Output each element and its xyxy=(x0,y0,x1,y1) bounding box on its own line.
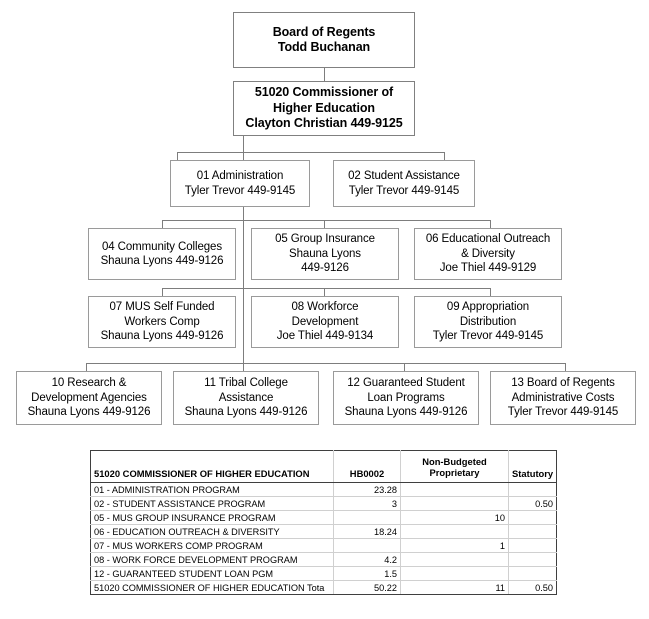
cell-hb0002: 1.5 xyxy=(333,566,401,581)
node-12-guaranteed-student-loan-programs[interactable]: 12 Guaranteed Student Loan Programs Shau… xyxy=(333,371,479,425)
cell-non-budgeted-proprietary xyxy=(400,566,509,581)
node-05-group-insurance[interactable]: 05 Group Insurance Shauna Lyons 449-9126 xyxy=(251,228,399,280)
connector-row3-stub-1 xyxy=(162,288,163,297)
cell-program: 05 - MUS GROUP INSURANCE PROGRAM xyxy=(90,510,334,525)
node-label: 07 MUS Self Funded Workers Comp Shauna L… xyxy=(100,301,224,343)
header-program: 51020 COMMISSIONER OF HIGHER EDUCATION xyxy=(90,450,334,483)
node-13-board-of-regents-admin-costs[interactable]: 13 Board of Regents Administrative Costs… xyxy=(490,371,636,425)
node-label: 11 Tribal College Assistance Shauna Lyon… xyxy=(184,377,308,419)
node-label: 05 Group Insurance Shauna Lyons 449-9126 xyxy=(275,233,375,275)
cell-non-budgeted-proprietary: 11 xyxy=(400,580,509,595)
cell-hb0002: 4.2 xyxy=(333,552,401,567)
connector-row2-stub-1 xyxy=(162,220,163,229)
cell-hb0002: 23.28 xyxy=(333,482,401,497)
node-label: 13 Board of Regents Administrative Costs… xyxy=(507,377,619,419)
cell-statutory xyxy=(508,482,557,497)
org-chart: Board of Regents Todd Buchanan 51020 Com… xyxy=(16,12,636,425)
connector-row4-bar xyxy=(86,363,566,364)
cell-hb0002 xyxy=(333,538,401,553)
cell-statutory: 0.50 xyxy=(508,580,557,595)
cell-statutory xyxy=(508,552,557,567)
table-row: 05 - MUS GROUP INSURANCE PROGRAM 10 xyxy=(90,510,557,525)
cell-program: 02 - STUDENT ASSISTANCE PROGRAM xyxy=(90,496,334,511)
node-label: 04 Community Colleges Shauna Lyons 449-9… xyxy=(100,240,224,268)
cell-non-budgeted-proprietary xyxy=(400,482,509,497)
node-09-appropriation-distribution[interactable]: 09 Appropriation Distribution Tyler Trev… xyxy=(414,296,562,348)
cell-program: 12 - GUARANTEED STUDENT LOAN PGM xyxy=(90,566,334,581)
node-07-mus-self-funded-workers-comp[interactable]: 07 MUS Self Funded Workers Comp Shauna L… xyxy=(88,296,236,348)
node-label: 10 Research & Development Agencies Shaun… xyxy=(27,377,151,419)
node-label: 02 Student Assistance Tyler Trevor 449-9… xyxy=(348,170,460,197)
cell-program: 08 - WORK FORCE DEVELOPMENT PROGRAM xyxy=(90,552,334,567)
cell-non-budgeted-proprietary xyxy=(400,524,509,539)
node-01-administration[interactable]: 01 Administration Tyler Trevor 449-9145 xyxy=(170,160,310,207)
cell-hb0002: 50.22 xyxy=(333,580,401,595)
node-label: 01 Administration Tyler Trevor 449-9145 xyxy=(184,170,296,197)
cell-non-budgeted-proprietary: 10 xyxy=(400,510,509,525)
node-04-community-colleges[interactable]: 04 Community Colleges Shauna Lyons 449-9… xyxy=(88,228,236,280)
cell-statutory xyxy=(508,524,557,539)
connector-row3-stub-3 xyxy=(490,288,491,297)
connector-row4-stub-4 xyxy=(565,363,566,372)
node-11-tribal-college-assistance[interactable]: 11 Tribal College Assistance Shauna Lyon… xyxy=(173,371,319,425)
table-header-row: 51020 COMMISSIONER OF HIGHER EDUCATION H… xyxy=(90,450,557,483)
node-commissioner[interactable]: 51020 Commissioner of Higher Education C… xyxy=(233,81,415,136)
cell-program: 51020 COMMISSIONER OF HIGHER EDUCATION T… xyxy=(90,580,334,595)
header-statutory: Statutory xyxy=(508,450,557,483)
cell-non-budgeted-proprietary xyxy=(400,496,509,511)
node-label: Board of Regents Todd Buchanan xyxy=(272,24,376,55)
connector-row1-bar xyxy=(177,152,445,153)
cell-program: 01 - ADMINISTRATION PROGRAM xyxy=(90,482,334,497)
connector-row1-stub-1 xyxy=(177,152,178,161)
cell-statutory xyxy=(508,538,557,553)
node-label: 12 Guaranteed Student Loan Programs Shau… xyxy=(344,377,468,419)
header-hb0002: HB0002 xyxy=(333,450,401,483)
cell-statutory xyxy=(508,566,557,581)
cell-non-budgeted-proprietary: 1 xyxy=(400,538,509,553)
node-label: 51020 Commissioner of Higher Education C… xyxy=(245,85,403,131)
connector-main-trunk xyxy=(243,136,244,376)
cell-program: 06 - EDUCATION OUTREACH & DIVERSITY xyxy=(90,524,334,539)
fte-summary-table: 51020 COMMISSIONER OF HIGHER EDUCATION H… xyxy=(90,450,557,595)
connector-row2-stub-2 xyxy=(324,220,325,229)
node-08-workforce-development[interactable]: 08 Workforce Development Joe Thiel 449-9… xyxy=(251,296,399,348)
table-total-row: 51020 COMMISSIONER OF HIGHER EDUCATION T… xyxy=(90,580,557,595)
cell-non-budgeted-proprietary xyxy=(400,552,509,567)
cell-hb0002: 3 xyxy=(333,496,401,511)
cell-statutory xyxy=(508,510,557,525)
header-non-budgeted-proprietary: Non-Budgeted Proprietary xyxy=(400,450,509,483)
table-row: 07 - MUS WORKERS COMP PROGRAM 1 xyxy=(90,538,557,553)
connector-row2-bar xyxy=(162,220,491,221)
connector-row4-stub-1 xyxy=(86,363,87,372)
node-06-educational-outreach[interactable]: 06 Educational Outreach & Diversity Joe … xyxy=(414,228,562,280)
node-label: 09 Appropriation Distribution Tyler Trev… xyxy=(432,301,544,343)
node-board-of-regents[interactable]: Board of Regents Todd Buchanan xyxy=(233,12,415,68)
node-label: 08 Workforce Development Joe Thiel 449-9… xyxy=(276,301,374,343)
connector-row4-stub-3 xyxy=(404,363,405,372)
connector-row3-bar xyxy=(162,288,491,289)
connector-row3-stub-2 xyxy=(324,288,325,297)
connector-root-to-commissioner xyxy=(324,68,325,81)
node-label: 06 Educational Outreach & Diversity Joe … xyxy=(425,233,551,275)
connector-row2-stub-3 xyxy=(490,220,491,229)
cell-statutory: 0.50 xyxy=(508,496,557,511)
connector-row4-stub-2 xyxy=(243,363,244,372)
cell-program: 07 - MUS WORKERS COMP PROGRAM xyxy=(90,538,334,553)
cell-hb0002: 18.24 xyxy=(333,524,401,539)
node-10-research-development-agencies[interactable]: 10 Research & Development Agencies Shaun… xyxy=(16,371,162,425)
connector-row1-stub-2 xyxy=(444,152,445,161)
node-02-student-assistance[interactable]: 02 Student Assistance Tyler Trevor 449-9… xyxy=(333,160,475,207)
cell-hb0002 xyxy=(333,510,401,525)
